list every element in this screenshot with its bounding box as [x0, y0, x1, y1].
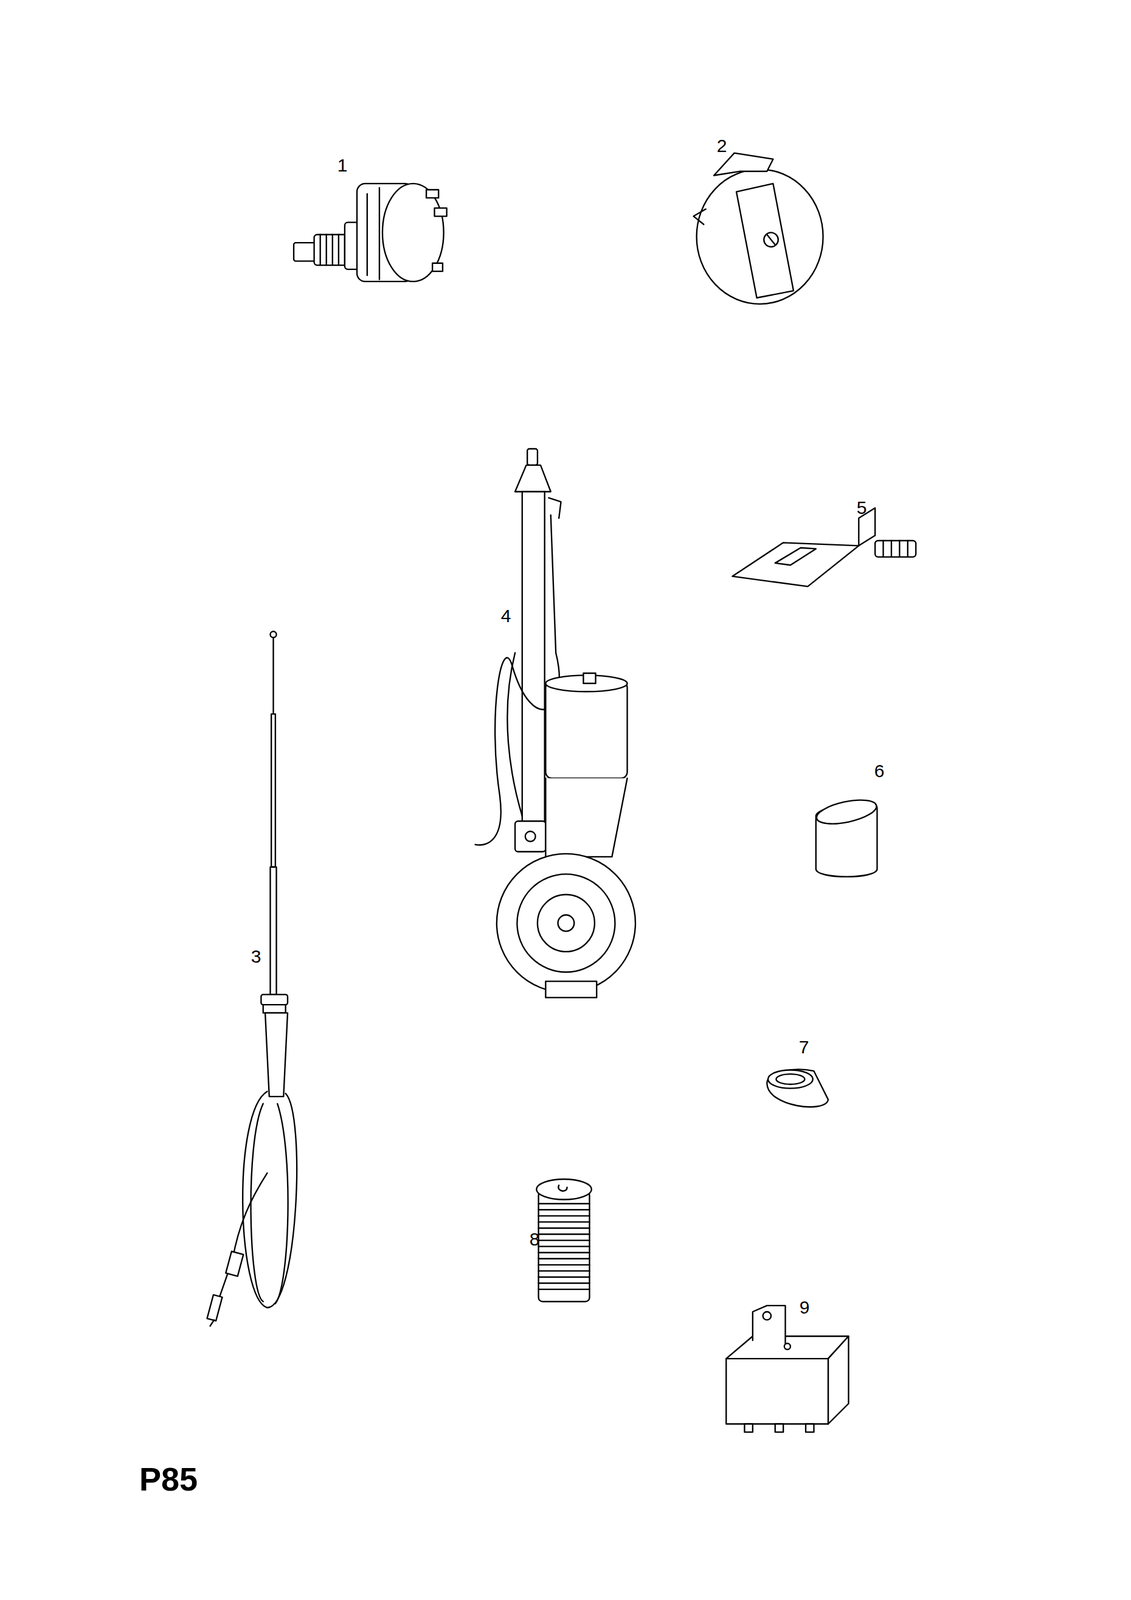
callout-number: 8 [529, 1230, 540, 1249]
disc-part [693, 153, 824, 305]
sleeve-part [814, 795, 879, 877]
ring-part [766, 1069, 829, 1108]
relay-part [726, 1305, 849, 1432]
power-antenna-part [475, 448, 636, 998]
callout-number: 4 [501, 606, 512, 626]
callout-number: 5 [856, 498, 868, 517]
bracket-part [732, 507, 916, 587]
callout-number: 2 [716, 136, 728, 156]
switch-part [293, 183, 447, 282]
page-code: P85 [139, 1462, 198, 1496]
antenna-part [207, 631, 298, 1326]
callout-number: 9 [799, 1298, 810, 1317]
callout-number: 6 [874, 761, 885, 781]
callout-number: 7 [798, 1037, 810, 1057]
callout-number: 1 [337, 156, 348, 175]
bush-part [536, 1179, 592, 1302]
callout-number: 3 [251, 947, 262, 966]
